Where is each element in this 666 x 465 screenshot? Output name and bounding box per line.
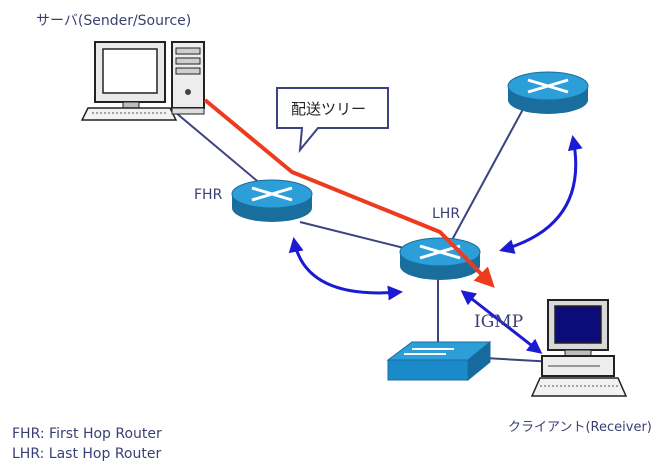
igmp-label: IGMP (474, 312, 524, 332)
router-topright-icon (507, 71, 589, 114)
arrow-lhr-topright (499, 135, 583, 254)
link-lhr-topright-router (451, 99, 529, 241)
delivery-tree-path (203, 98, 495, 288)
server-computer-icon (80, 41, 205, 121)
delivery-tree-callout (276, 87, 389, 154)
delivery-tree-label: 配送ツリー (291, 100, 367, 118)
router-fhr-icon (231, 179, 313, 222)
link-server-fhr (174, 111, 263, 186)
legend: FHR: First Hop Router LHR: Last Hop Rout… (12, 424, 162, 464)
legend-fhr: FHR: First Hop Router (12, 426, 162, 442)
signaling-arrows (288, 135, 583, 354)
legend-lhr: LHR: Last Hop Router (12, 446, 162, 462)
server-label: サーバ(Sender/Source) (36, 13, 192, 29)
switch-icon (386, 340, 492, 382)
client-label: クライアント(Receiver) (508, 420, 652, 435)
arrow-igmp (460, 290, 543, 354)
client-computer-icon (530, 299, 628, 397)
arrow-fhr-lhr (288, 237, 403, 301)
fhr-label: FHR (194, 187, 223, 203)
lhr-label: LHR (432, 206, 461, 222)
